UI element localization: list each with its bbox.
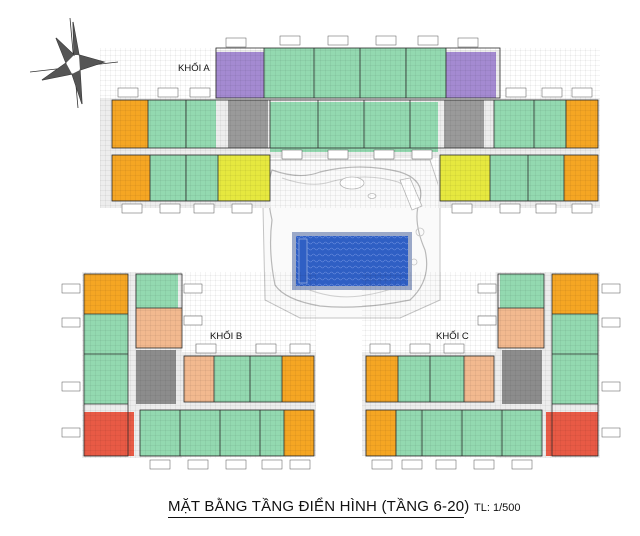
block-c-label: KHỐI C: [436, 331, 469, 342]
compass-rose-icon: [29, 17, 119, 109]
block-a: [100, 47, 600, 208]
unit-tags: [61, 35, 621, 470]
block-b-label: KHỐI B: [210, 331, 243, 342]
block-c: [362, 272, 600, 458]
block-a-label: KHỐI A: [178, 63, 210, 74]
block-b: [82, 272, 316, 458]
scale-label: TL: 1/500: [474, 502, 521, 514]
plan-title: MẶT BẰNG TẦNG ĐIỂN HÌNH (TẦNG 6-20): [168, 498, 470, 515]
title-underline: [168, 517, 464, 518]
